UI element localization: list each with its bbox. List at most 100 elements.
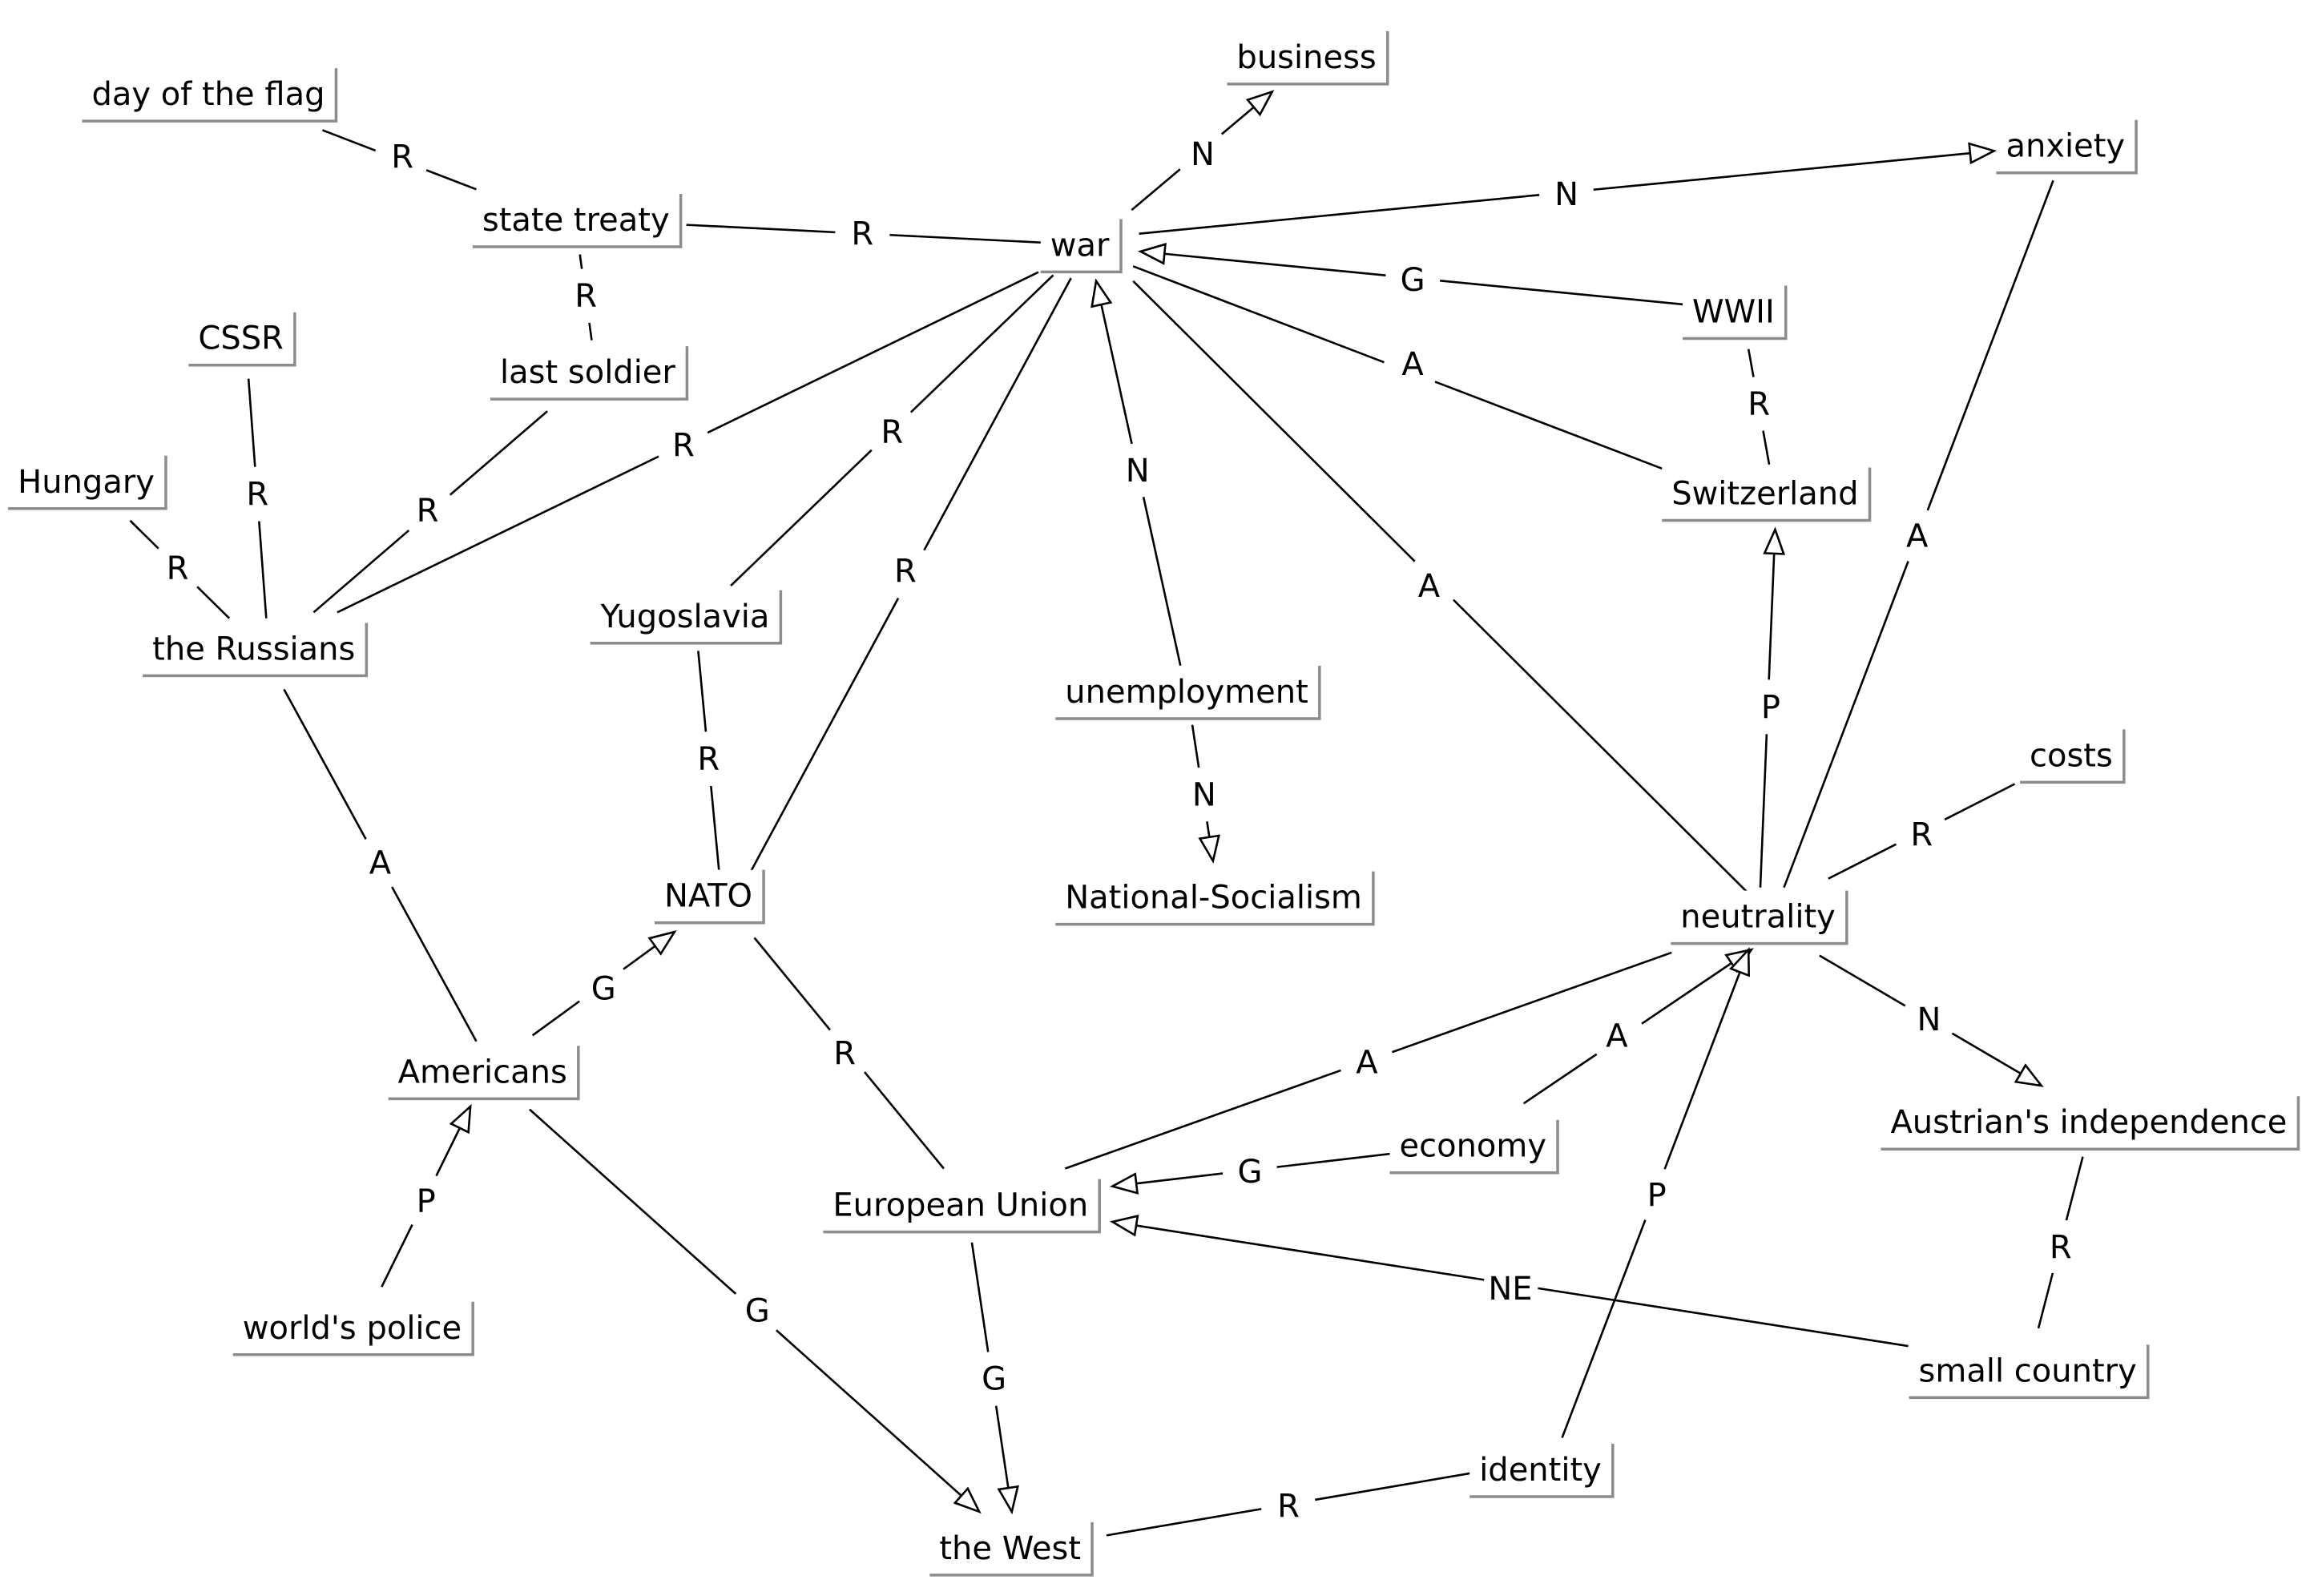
node-unemployment[interactable]: unemployment bbox=[1055, 665, 1321, 720]
node-box-edge bbox=[823, 1179, 1101, 1234]
edge-line bbox=[1944, 783, 2016, 821]
node-americans[interactable]: Americans bbox=[388, 1046, 580, 1101]
node-label: European Union bbox=[832, 1187, 1088, 1224]
node-war[interactable]: war bbox=[1040, 219, 1123, 274]
edge-line bbox=[1453, 598, 1750, 895]
edge-label: G bbox=[745, 1293, 770, 1330]
edge-last-soldier-to-the-russians: R bbox=[312, 410, 548, 614]
edge-day-of-the-flag-to-state-treaty: R bbox=[322, 129, 477, 191]
node-neutrality[interactable]: neutrality bbox=[1671, 890, 1848, 945]
edge-line bbox=[1641, 961, 1732, 1025]
node-costs[interactable]: costs bbox=[2019, 729, 2126, 784]
node-cssr[interactable]: CSSR bbox=[188, 312, 296, 367]
node-box-edge bbox=[1996, 119, 2138, 175]
node-yugoslavia[interactable]: Yugoslavia bbox=[590, 590, 783, 645]
node-national-socialism[interactable]: National-Socialism bbox=[1055, 871, 1375, 926]
edge-line bbox=[776, 1329, 962, 1497]
node-box-edge bbox=[472, 194, 683, 248]
edge-label: NE bbox=[1488, 1271, 1532, 1308]
arrowhead bbox=[2014, 1063, 2044, 1087]
node-european-union[interactable]: European Union bbox=[823, 1179, 1101, 1234]
node-box bbox=[1662, 467, 1870, 521]
edge-line bbox=[1135, 1224, 1485, 1281]
nodes-layer: day of the flag business anxiety state trea… bbox=[8, 30, 2300, 1577]
edge-line bbox=[2065, 1156, 2084, 1221]
edge-line bbox=[1593, 151, 1970, 191]
node-box-edge bbox=[8, 455, 167, 510]
edge-label: G bbox=[591, 970, 616, 1007]
edge-war-to-nato: R bbox=[748, 277, 1072, 877]
node-label: Switzerland bbox=[1671, 476, 1858, 513]
edge-line bbox=[1819, 954, 1906, 1007]
node-worlds-police[interactable]: world's police bbox=[232, 1301, 474, 1356]
edge-label: N bbox=[1192, 776, 1216, 813]
edge-line bbox=[697, 651, 708, 732]
edge-line bbox=[1106, 1508, 1262, 1537]
edge-war-to-the-russians: R bbox=[337, 271, 1039, 614]
node-wwii[interactable]: WWII bbox=[1683, 285, 1788, 341]
node-identity[interactable]: identity bbox=[1469, 1444, 1615, 1498]
edge-label: A bbox=[369, 844, 392, 881]
node-state-treaty[interactable]: state treaty bbox=[472, 194, 683, 248]
node-last-soldier[interactable]: last soldier bbox=[490, 346, 689, 401]
edge-line bbox=[312, 530, 410, 614]
edge-line bbox=[748, 597, 900, 877]
node-hungary[interactable]: Hungary bbox=[8, 455, 167, 510]
node-box bbox=[143, 623, 367, 676]
edge-war-to-switzerland: A bbox=[1132, 265, 1675, 474]
node-switzerland[interactable]: Switzerland bbox=[1662, 467, 1872, 522]
node-label: Yugoslavia bbox=[600, 598, 770, 635]
node-business[interactable]: business bbox=[1227, 30, 1389, 86]
edge-label: R bbox=[697, 741, 720, 778]
node-anxiety[interactable]: anxiety bbox=[1996, 119, 2138, 175]
node-austrians-independence[interactable]: Austrian's independence bbox=[1881, 1096, 2300, 1151]
node-label: CSSR bbox=[198, 320, 284, 357]
edge-line bbox=[1434, 381, 1675, 474]
edge-label: A bbox=[1906, 518, 1929, 554]
arrowhead bbox=[449, 1103, 472, 1135]
edge-identity-to-the-west: R bbox=[1106, 1472, 1471, 1537]
edge-label: R bbox=[833, 1035, 856, 1072]
node-label: Hungary bbox=[18, 464, 155, 501]
edge-economy-to-neutrality: A bbox=[1522, 948, 1754, 1105]
node-label: day of the flag bbox=[91, 76, 325, 113]
edge-line bbox=[730, 449, 873, 587]
node-the-west[interactable]: the West bbox=[929, 1521, 1094, 1577]
edge-line bbox=[889, 233, 1043, 244]
edge-wwii-to-switzerland: R bbox=[1747, 349, 1771, 465]
edge-line bbox=[1220, 106, 1255, 135]
edge-worlds-police-to-americans: P bbox=[381, 1103, 472, 1288]
node-the-russians[interactable]: the Russians bbox=[143, 623, 369, 678]
node-label: small country bbox=[1919, 1352, 2137, 1389]
node-label: anxiety bbox=[2006, 128, 2125, 165]
edge-european-union-to-the-west: G bbox=[970, 1242, 1019, 1515]
node-nato[interactable]: NATO bbox=[654, 869, 765, 925]
edge-neutrality-to-switzerland: P bbox=[1759, 526, 1786, 888]
edge-label: N bbox=[1917, 1002, 1941, 1038]
node-box bbox=[1227, 30, 1388, 84]
node-small-country[interactable]: small country bbox=[1909, 1344, 2150, 1400]
edge-line bbox=[686, 224, 836, 234]
edge-war-to-anxiety: N bbox=[1139, 142, 1998, 235]
edge-label: R bbox=[1910, 816, 1933, 853]
edge-the-russians-to-americans: A bbox=[283, 688, 478, 1042]
node-label: unemployment bbox=[1065, 674, 1308, 711]
node-label: state treaty bbox=[482, 202, 670, 239]
edge-line bbox=[1164, 252, 1386, 277]
arrowhead bbox=[647, 930, 677, 956]
node-box-edge bbox=[1055, 665, 1321, 720]
edge-line bbox=[196, 586, 231, 619]
edge-label: R bbox=[391, 139, 413, 176]
edge-line bbox=[391, 886, 478, 1042]
edge-label: A bbox=[1418, 568, 1441, 605]
edge-austrians-independence-to-small-country: R bbox=[2037, 1156, 2084, 1329]
node-economy[interactable]: economy bbox=[1389, 1119, 1559, 1175]
node-day-of-the-flag[interactable]: day of the flag bbox=[82, 68, 338, 123]
edge-line bbox=[322, 129, 377, 152]
node-box bbox=[1469, 1444, 1613, 1497]
edge-label: R bbox=[1277, 1488, 1300, 1525]
edge-line bbox=[435, 1127, 462, 1177]
node-box-edge bbox=[2019, 729, 2126, 784]
node-box bbox=[1671, 890, 1847, 944]
